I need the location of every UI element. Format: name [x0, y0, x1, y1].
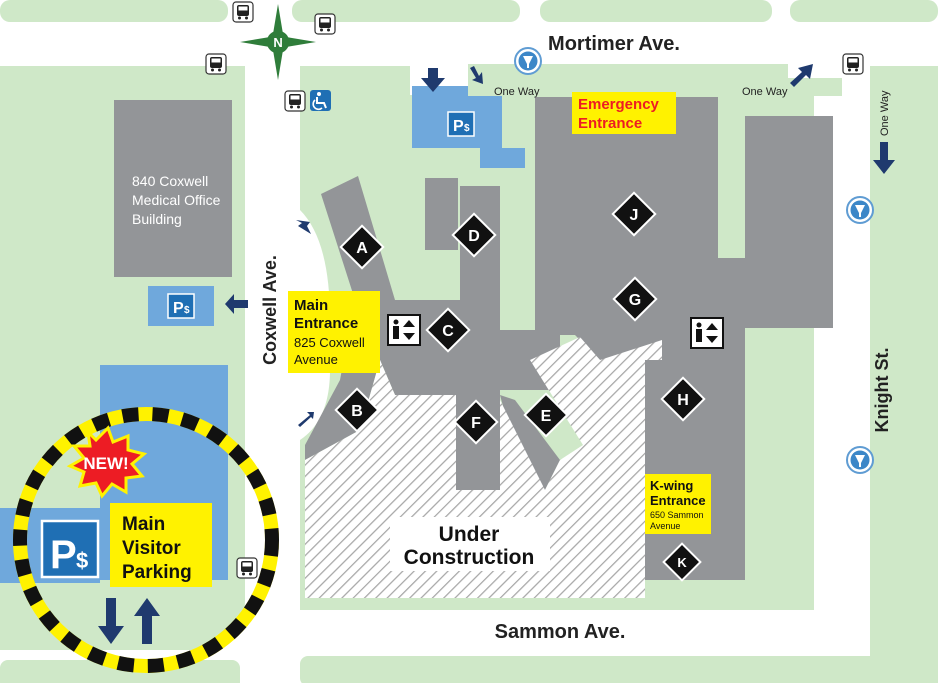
- svg-text:$: $: [464, 123, 470, 134]
- main-visitor-parking-badge: NEW! P $ Main Visitor Parking: [13, 407, 279, 673]
- building-marker-j: J: [611, 191, 657, 237]
- svg-text:Under: Under: [439, 523, 500, 546]
- street-knight: Knight St.: [872, 348, 892, 433]
- svg-text:E: E: [541, 408, 552, 425]
- street-mortimer: Mortimer Ave.: [548, 33, 680, 55]
- svg-text:P: P: [453, 118, 464, 135]
- emergency-entrance-label: Emergency Entrance: [578, 96, 660, 132]
- svg-text:825 Coxwell: 825 Coxwell: [294, 335, 365, 350]
- building-marker-f: F: [453, 399, 499, 445]
- bus-icon: [236, 557, 258, 579]
- svg-text:840 Coxwell: 840 Coxwell: [132, 173, 208, 189]
- svg-text:A: A: [356, 240, 368, 257]
- bus-icon: [205, 53, 227, 75]
- svg-text:Medical Office: Medical Office: [132, 192, 221, 208]
- svg-text:Entrance: Entrance: [650, 493, 706, 508]
- compass-icon: N: [240, 4, 316, 80]
- one-way-labels: One Way One Way One Way: [494, 86, 891, 136]
- arrow-icon: [98, 598, 160, 644]
- svg-text:N: N: [273, 35, 282, 50]
- pharmacy-icon: [846, 196, 874, 224]
- svg-text:650 Sammon: 650 Sammon: [650, 510, 704, 520]
- arrow-icon: [225, 64, 895, 427]
- pharmacy-icon: [846, 446, 874, 474]
- building-marker-a: A: [339, 224, 385, 270]
- medical-office-building: [114, 100, 232, 277]
- main-visitor-sign: [110, 503, 212, 587]
- svg-text:Avenue: Avenue: [650, 521, 680, 531]
- main-visitor-label: Main Visitor Parking: [122, 514, 192, 583]
- bus-icon: [284, 90, 306, 112]
- svg-text:Entrance: Entrance: [294, 315, 358, 332]
- svg-text:Parking: Parking: [122, 562, 192, 583]
- svg-text:Visitor: Visitor: [122, 538, 181, 559]
- building-marker-b: B: [334, 387, 380, 433]
- building-marker-e: E: [523, 392, 569, 438]
- svg-text:$: $: [184, 305, 190, 316]
- elevator-icon: [387, 314, 421, 346]
- elevator-icon: [690, 317, 724, 349]
- building-marker-h: H: [660, 376, 706, 422]
- svg-text:C: C: [442, 323, 454, 340]
- construction-label: Under Construction: [404, 523, 535, 569]
- svg-text:D: D: [468, 228, 480, 245]
- kwing-entrance-sign: [645, 474, 711, 534]
- svg-text:G: G: [629, 292, 641, 309]
- building-marker-k: K: [662, 542, 702, 582]
- svg-text:F: F: [471, 415, 481, 432]
- bus-icon: [842, 53, 864, 75]
- main-entrance-label: Main Entrance 825 Coxwell Avenue: [294, 297, 365, 367]
- svg-text:P: P: [50, 533, 77, 577]
- accessible-icon: [310, 90, 331, 111]
- bus-icon: [232, 1, 254, 23]
- medical-office-building-label: 840 Coxwell Medical Office Building: [132, 173, 221, 227]
- svg-text:P: P: [173, 300, 184, 317]
- svg-text:K-wing: K-wing: [650, 478, 693, 493]
- construction-label-box: [390, 517, 550, 571]
- building-marker-c: C: [425, 307, 471, 353]
- parking-icon: P $: [167, 293, 195, 319]
- parking-icon: [40, 519, 100, 579]
- svg-text:Emergency: Emergency: [578, 96, 660, 113]
- kwing-entrance-label: K-wing Entrance 650 Sammon Avenue: [650, 478, 706, 531]
- pharmacy-icon: [514, 47, 542, 75]
- bus-icon: [314, 13, 336, 35]
- svg-text:One Way: One Way: [494, 86, 540, 98]
- new-label: NEW!: [83, 454, 128, 473]
- svg-text:Building: Building: [132, 211, 182, 227]
- svg-text:H: H: [677, 392, 689, 409]
- building-marker-g: G: [612, 276, 658, 322]
- new-burst: [66, 425, 148, 499]
- svg-text:Main: Main: [122, 514, 165, 535]
- street-coxwell: Coxwell Ave.: [260, 255, 280, 365]
- svg-text:$: $: [76, 548, 88, 573]
- emergency-entrance-sign: [572, 92, 676, 134]
- main-entrance-sign: [288, 291, 380, 373]
- svg-text:Construction: Construction: [404, 546, 535, 569]
- building-marker-d: D: [451, 212, 497, 258]
- svg-text:B: B: [351, 403, 363, 420]
- svg-text:J: J: [630, 207, 639, 224]
- svg-text:K: K: [677, 555, 687, 570]
- svg-text:Avenue: Avenue: [294, 352, 338, 367]
- svg-text:Main: Main: [294, 297, 328, 314]
- svg-text:Entrance: Entrance: [578, 115, 642, 132]
- parking-icon: P $: [447, 111, 475, 137]
- street-sammon: Sammon Ave.: [495, 621, 626, 643]
- svg-text:One Way: One Way: [742, 86, 788, 98]
- svg-text:One Way: One Way: [879, 90, 891, 136]
- building-markers: A B C D E F G H J K: [334, 191, 706, 582]
